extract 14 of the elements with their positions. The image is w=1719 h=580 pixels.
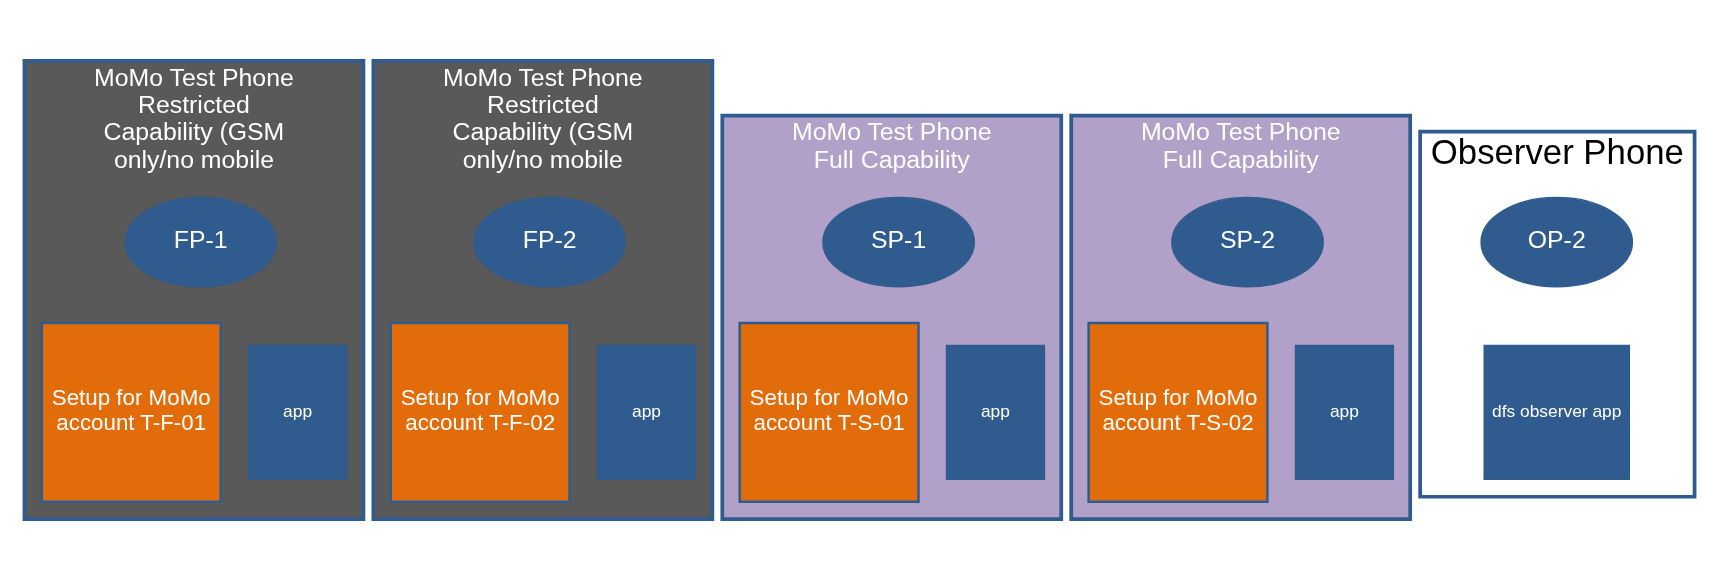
node-box: app (247, 344, 348, 480)
node-ellipse: SP-1 (822, 196, 975, 288)
node-ellipse: OP-2 (1480, 196, 1634, 288)
node-ellipse: SP-2 (1171, 196, 1324, 288)
node-box: Setup for MoMo account T-S-02 (1087, 321, 1269, 503)
node-box: app (1294, 344, 1395, 480)
node-ellipse: FP-1 (124, 196, 278, 288)
node-box: Setup for MoMo account T-S-01 (738, 321, 920, 503)
node-box: dfs observer app (1483, 344, 1630, 480)
node-box: app (945, 344, 1046, 480)
node-box: app (596, 344, 697, 480)
node-ellipse: FP-2 (473, 196, 627, 288)
node-box: Setup for MoMo account T-F-01 (40, 321, 222, 503)
node-box: Setup for MoMo account T-F-02 (389, 321, 571, 503)
